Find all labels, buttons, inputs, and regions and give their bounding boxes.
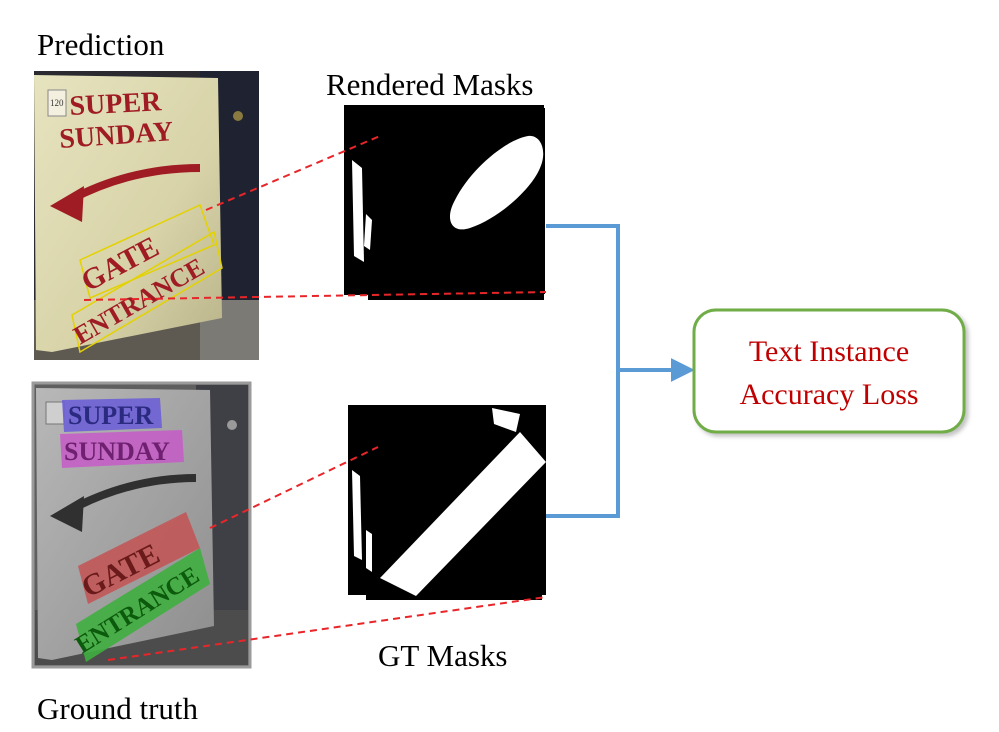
gt-arrow (50, 496, 84, 532)
prediction-caption: Prediction (37, 27, 165, 62)
prediction-photo: 120 SUPER SUNDAY GATE ENTRANCE (34, 71, 259, 360)
rendered-mask-front (350, 108, 545, 294)
gt-text-bar (380, 432, 546, 596)
merge-arrow (546, 224, 695, 518)
gt-entrance-mask (76, 548, 210, 662)
loss-label-line2: Accuracy Loss (739, 378, 918, 411)
gt-masks-caption: GT Masks (378, 638, 507, 673)
dashed-connectors (83, 135, 547, 661)
ground-truth-caption: Ground truth (37, 691, 199, 726)
gt-sunday-mask (60, 430, 184, 468)
rendered-text-blob (449, 135, 544, 230)
gt-mask-stack (348, 405, 546, 600)
loss-box: Text Instance Accuracy Loss (692, 308, 966, 434)
loss-label-line1: Text Instance (749, 335, 909, 368)
ground-truth-photo: SUPER SUNDAY GATE ENTRANCE (31, 381, 252, 669)
gt-super-mask (62, 398, 162, 432)
sign-super-text: SUPER (69, 86, 163, 122)
gt-super-text: SUPER (68, 401, 153, 430)
gt-sunday-text: SUNDAY (64, 437, 170, 466)
sign-board (34, 75, 222, 352)
price-tag-text: 120 (50, 98, 64, 108)
gt-mask-front (348, 405, 546, 595)
rendered-mask-stack (344, 105, 545, 300)
sign-arrow (50, 186, 84, 222)
gt-gate-mask (78, 512, 200, 604)
rendered-masks-caption: Rendered Masks (326, 67, 533, 102)
